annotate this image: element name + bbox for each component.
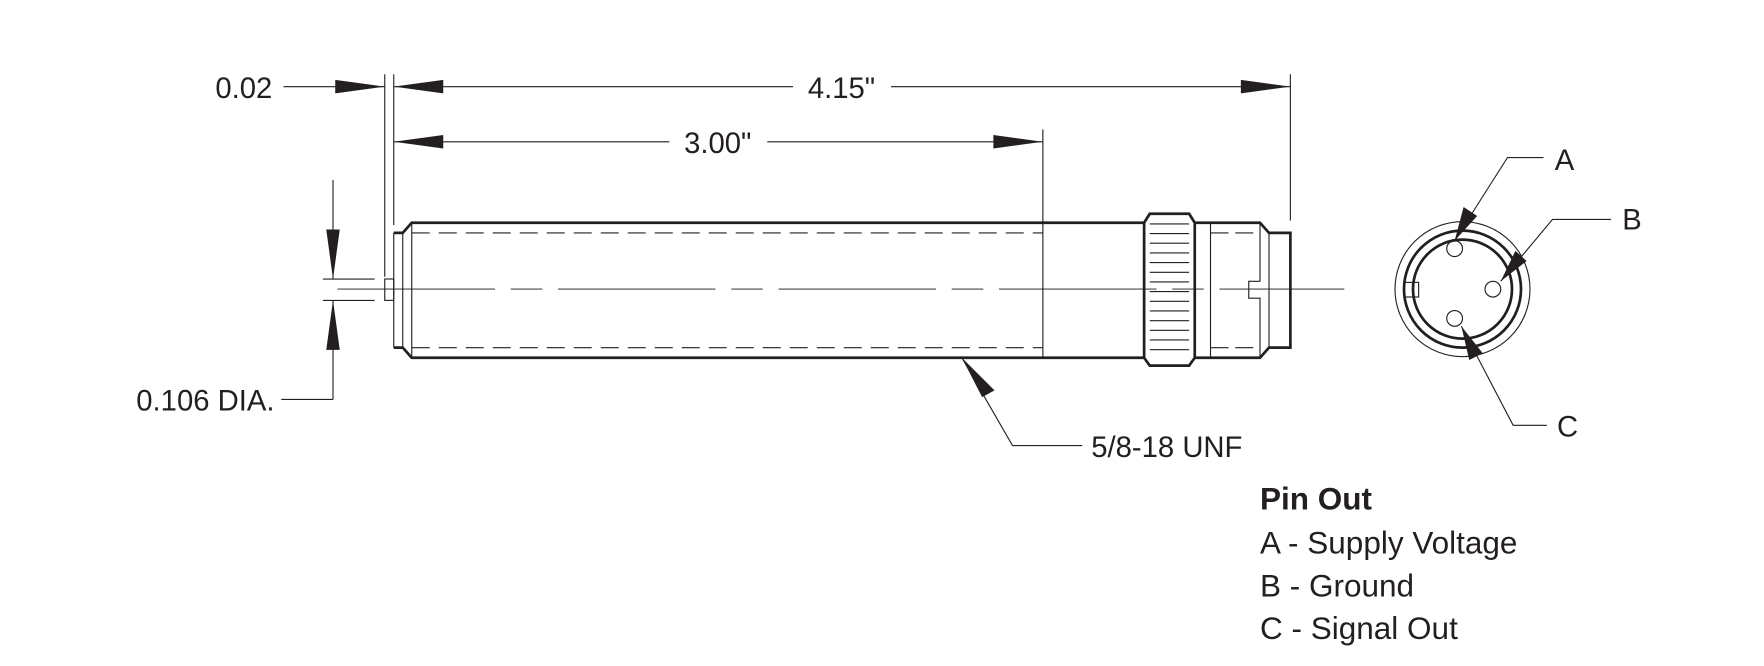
pin-offset-label: 0.02: [215, 73, 272, 105]
pin-b: [1484, 280, 1502, 298]
pin-out-item: A - Supply Voltage: [1260, 525, 1517, 561]
pin-c: [1446, 309, 1464, 327]
thread-callout: 5/8-18 UNF: [961, 357, 1242, 464]
pin-c-label: C: [1557, 412, 1578, 444]
pin-out-title: Pin Out: [1260, 481, 1372, 517]
overall-length-label: 4.15": [808, 73, 875, 105]
connector-end-view: A B C: [1394, 145, 1642, 444]
sensor-body: [384, 212, 1292, 367]
pin-diameter-label: 0.106 DIA.: [136, 386, 274, 418]
pin-a: [1446, 240, 1464, 258]
thread-length-dimension: 3.00": [393, 128, 1043, 160]
pin-b-label: B: [1622, 205, 1642, 237]
pin-out-legend: Pin Out A - Supply Voltage B - Ground C …: [1260, 481, 1517, 646]
pin-offset-dimension: 0.02: [215, 73, 385, 105]
extension-lines: [384, 74, 1291, 358]
thread-length-label: 3.00": [684, 128, 751, 160]
pin-diameter-dimension: 0.106 DIA.: [136, 180, 375, 418]
pin-a-label: A: [1555, 145, 1575, 177]
pin-out-item: B - Ground: [1260, 567, 1414, 603]
pin-out-item: C - Signal Out: [1260, 610, 1458, 646]
thread-spec-label: 5/8-18 UNF: [1091, 432, 1242, 464]
overall-length-dimension: 4.15": [393, 73, 1291, 105]
